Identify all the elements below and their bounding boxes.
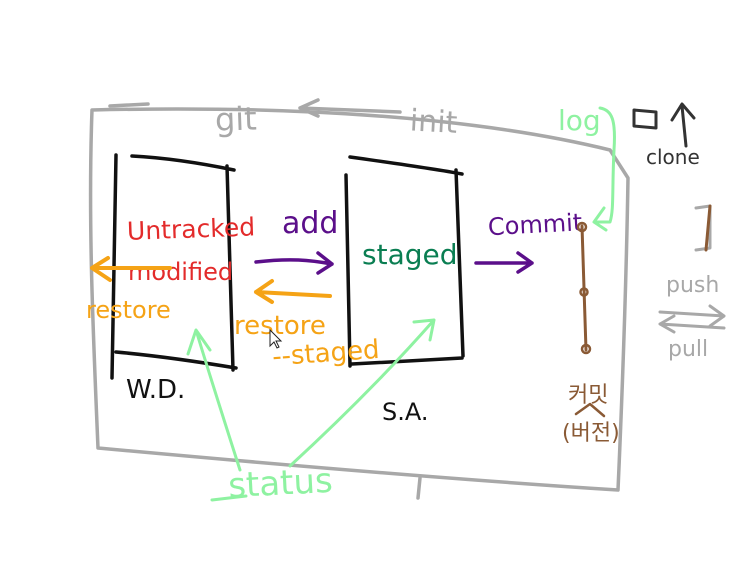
pull-arrow: [658, 314, 726, 334]
commit-node: [580, 343, 592, 355]
restore-left-label: restore: [86, 296, 171, 324]
restore-staged-label-2: --staged: [271, 335, 380, 372]
pull-label: pull: [668, 337, 708, 362]
version-korean-label: (버전): [562, 421, 620, 446]
status-underline: [210, 494, 248, 502]
clone-label: clone: [646, 145, 700, 169]
outer-frame: [88, 107, 630, 492]
mouse-cursor-icon: [269, 328, 283, 349]
restore-staged-arrow: [254, 279, 332, 304]
push-arrow: [658, 304, 726, 328]
untracked-label: Untracked: [127, 212, 256, 245]
wd-label: W.D.: [126, 375, 185, 405]
log-arrow: [592, 106, 616, 232]
sa-label: S.A.: [382, 398, 429, 426]
clone-arrow: [670, 102, 696, 148]
push-label: push: [666, 273, 719, 298]
commit-label-bracket: [574, 402, 606, 418]
restore-staged-label-1: restore: [234, 311, 326, 341]
staging-area-box: [344, 155, 465, 368]
add-arrow: [254, 251, 334, 275]
staged-label: staged: [362, 238, 458, 271]
status-label: status: [227, 461, 333, 506]
git-label: git: [214, 99, 257, 138]
remote-commit-line: [704, 204, 712, 252]
status-arrow-to-sa: [288, 318, 436, 468]
commit-node: [576, 221, 588, 233]
init-arrow: [298, 98, 402, 118]
frame-bottom-tick: [416, 476, 422, 500]
add-label: add: [282, 206, 338, 241]
log-label: log: [558, 104, 601, 137]
status-arrow-to-wd: [186, 328, 242, 472]
remote-repo-marker: [694, 204, 712, 252]
commit-label: Commit: [487, 208, 583, 241]
restore-left-arrow: [90, 256, 172, 282]
init-label: init: [409, 103, 458, 140]
remote-box: [632, 108, 658, 130]
frame-top-dash: [108, 102, 150, 108]
commit-arrow: [474, 251, 534, 274]
modified-label: modified: [128, 258, 233, 286]
commit-node: [579, 287, 589, 297]
